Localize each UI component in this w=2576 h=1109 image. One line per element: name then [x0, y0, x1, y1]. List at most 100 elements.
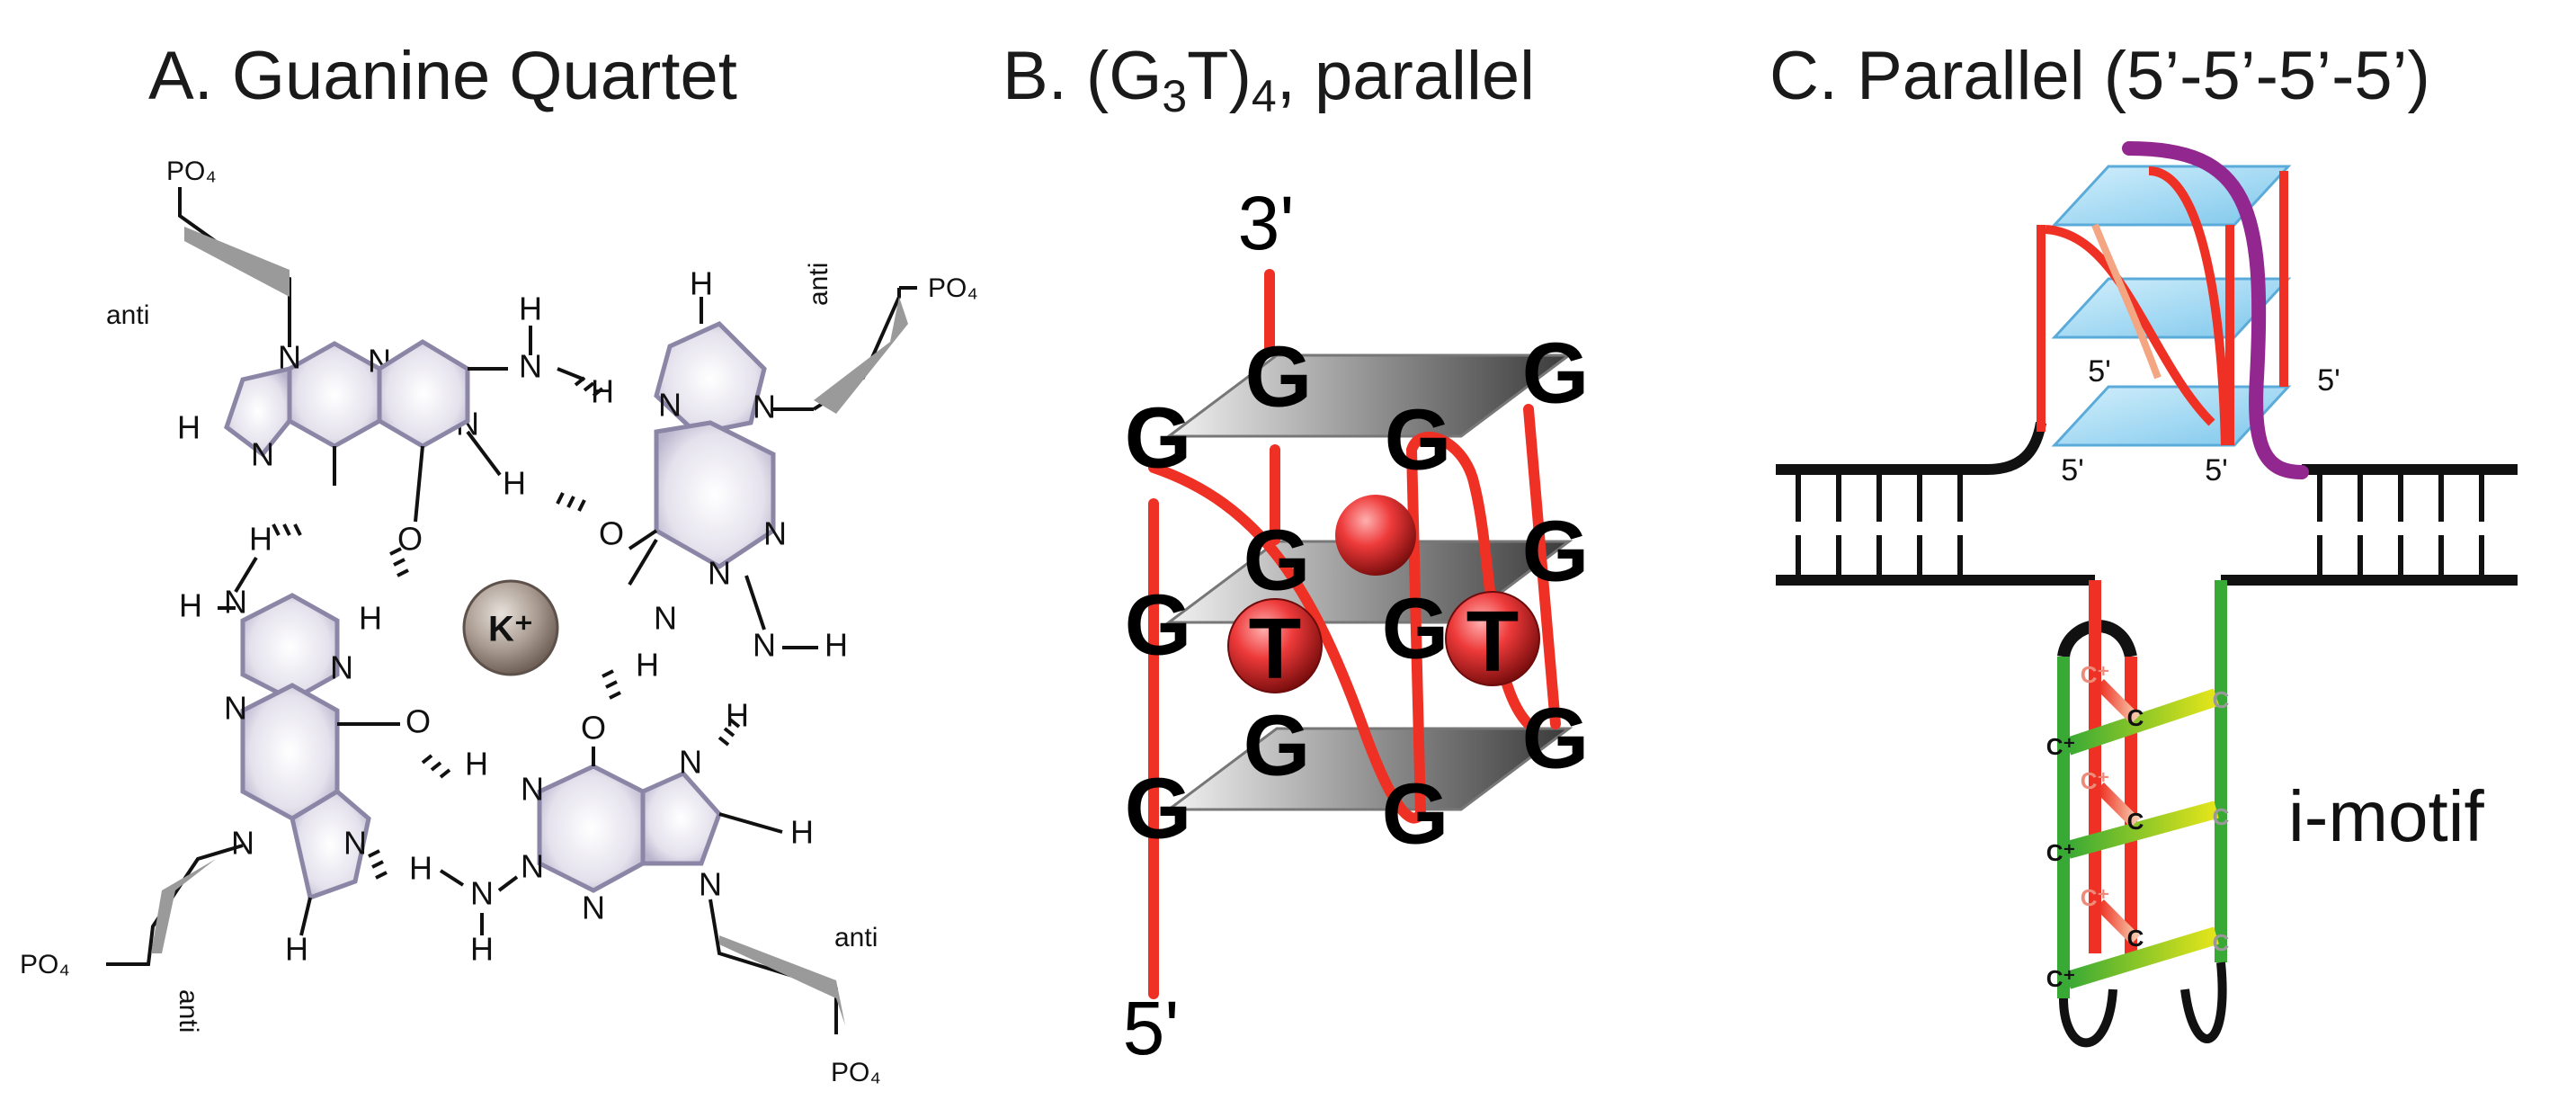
- panel-c-title: C. Parallel (5’-5’-5’-5’): [1769, 38, 2430, 114]
- quadruplex-stack: 5' 5' 5' 5': [2037, 141, 2340, 487]
- guanine-g-2: G: [1522, 325, 1590, 421]
- strand-red: [1148, 269, 1561, 999]
- svg-text:N: N: [658, 387, 682, 424]
- anti-label-1: anti: [106, 300, 149, 330]
- five-prime-label-2: 5': [2317, 363, 2340, 398]
- thymine-sphere-icon: T T: [1227, 495, 1540, 696]
- c-label-3: C: [2127, 925, 2144, 952]
- c-label-1: C: [2127, 704, 2144, 731]
- five-prime-label-3: 5': [2061, 453, 2083, 487]
- phosphate-label-4: PO₄: [831, 1058, 881, 1087]
- svg-text:N: N: [679, 744, 702, 781]
- guanine-ring-2b: [654, 420, 776, 569]
- sugar-phosphate-linkers: [106, 187, 908, 1034]
- cplus-label-3: C⁺: [2081, 767, 2110, 794]
- guanine-ring-3a: [240, 593, 340, 702]
- guanine-ring-4a: [537, 764, 646, 893]
- guanine-g-6: G: [1522, 503, 1590, 599]
- c-label-5: C: [2213, 803, 2230, 830]
- svg-text:H: H: [465, 746, 488, 783]
- thymine-t-2: T: [1466, 593, 1520, 689]
- guanine-g-12: G: [1382, 765, 1449, 862]
- svg-text:H: H: [690, 265, 713, 302]
- svg-text:N: N: [708, 555, 731, 592]
- svg-text:N: N: [753, 627, 776, 664]
- cplus-label-6: C⁺: [2046, 965, 2076, 992]
- guanine-g-1: G: [1245, 328, 1313, 425]
- svg-text:H: H: [177, 409, 201, 446]
- cplus-label-4: C⁺: [2046, 839, 2076, 866]
- phosphate-label-3: PO₄: [20, 950, 70, 979]
- svg-text:H: H: [824, 627, 848, 664]
- svg-text:N: N: [699, 866, 722, 903]
- svg-text:N: N: [521, 771, 544, 808]
- svg-text:H: H: [359, 600, 382, 637]
- svg-text:N: N: [251, 436, 274, 473]
- c-label-4: C: [2213, 686, 2230, 713]
- guanine-ring-4b: [640, 770, 722, 866]
- end-5prime: 5': [1123, 986, 1180, 1070]
- end-3prime: 3': [1238, 181, 1295, 265]
- svg-text:O: O: [397, 521, 423, 558]
- svg-text:N: N: [753, 389, 776, 425]
- svg-text:H: H: [470, 931, 494, 968]
- thymine-t-1: T: [1249, 600, 1302, 696]
- phosphate-label-1: PO₄: [166, 157, 217, 186]
- anti-label-2: anti: [804, 263, 833, 306]
- svg-text:N: N: [278, 339, 301, 376]
- svg-text:N: N: [470, 875, 494, 912]
- phosphate-label-2: PO₄: [928, 273, 978, 303]
- svg-text:N: N: [654, 600, 677, 637]
- cplus-label-2: C⁺: [2046, 733, 2076, 760]
- i-motif-structure: C⁺ C⁺ C⁺ C⁺ C⁺ C⁺ C C C C C C: [2046, 580, 2230, 1048]
- panel-b-title: B. (G3T)4, parallel: [1003, 38, 1535, 121]
- ion-label: K⁺: [488, 610, 533, 649]
- guanine-g-4: G: [1385, 391, 1452, 487]
- cplus-label-1: C⁺: [2081, 661, 2110, 688]
- panel-b-g3t4-parallel: B. (G3T)4, parallel G G G G G G G G G G …: [1003, 38, 1589, 1070]
- guanine-g-7: G: [1125, 577, 1192, 673]
- svg-text:N: N: [224, 690, 247, 727]
- anti-label-3: anti: [174, 989, 203, 1033]
- svg-text:N: N: [231, 825, 254, 862]
- guanine-g-9: G: [1243, 697, 1311, 793]
- guanine-ring-1b: [377, 339, 470, 449]
- anti-label-4: anti: [834, 923, 878, 952]
- svg-text:H: H: [591, 373, 614, 410]
- svg-text:H: H: [409, 850, 432, 887]
- svg-text:O: O: [581, 710, 606, 747]
- potassium-ion-icon: K⁺: [462, 579, 559, 676]
- svg-text:H: H: [179, 587, 202, 624]
- svg-text:N: N: [343, 825, 367, 862]
- cplus-label-5: C⁺: [2081, 884, 2110, 911]
- duplex-dna: [1776, 421, 2518, 586]
- c-label-2: C: [2127, 808, 2144, 835]
- svg-text:O: O: [599, 515, 624, 552]
- svg-text:O: O: [406, 703, 431, 740]
- guanine-g-10: G: [1522, 690, 1590, 786]
- panel-c-parallel-5555: C. Parallel (5’-5’-5’-5’): [1769, 38, 2518, 1048]
- guanine-g-11: G: [1125, 760, 1192, 856]
- svg-text:H: H: [285, 931, 308, 968]
- svg-text:N: N: [763, 515, 787, 552]
- guanine-g-3: G: [1125, 389, 1192, 486]
- guanine-g-5: G: [1243, 512, 1311, 608]
- guanine-g-8: G: [1382, 580, 1449, 676]
- svg-text:N: N: [521, 848, 544, 885]
- guanine-ring-3c: [290, 788, 371, 901]
- panel-a-title: A. Guanine Quartet: [148, 38, 737, 114]
- c-label-6: C: [2213, 929, 2230, 956]
- svg-text:H: H: [726, 697, 749, 734]
- svg-text:H: H: [790, 814, 814, 851]
- five-prime-label-1: 5': [2088, 354, 2110, 389]
- svg-text:H: H: [636, 647, 659, 684]
- svg-text:H: H: [519, 291, 542, 327]
- svg-text:H: H: [503, 465, 526, 502]
- i-motif-label: i-motif: [2288, 776, 2485, 856]
- svg-text:H: H: [249, 521, 272, 558]
- svg-text:N: N: [330, 649, 353, 686]
- hydrogen-bond-marks: [272, 376, 741, 880]
- five-prime-label-4: 5': [2205, 453, 2227, 487]
- panel-a-guanine-quartet: A. Guanine Quartet N N N N H N H H: [20, 38, 978, 1087]
